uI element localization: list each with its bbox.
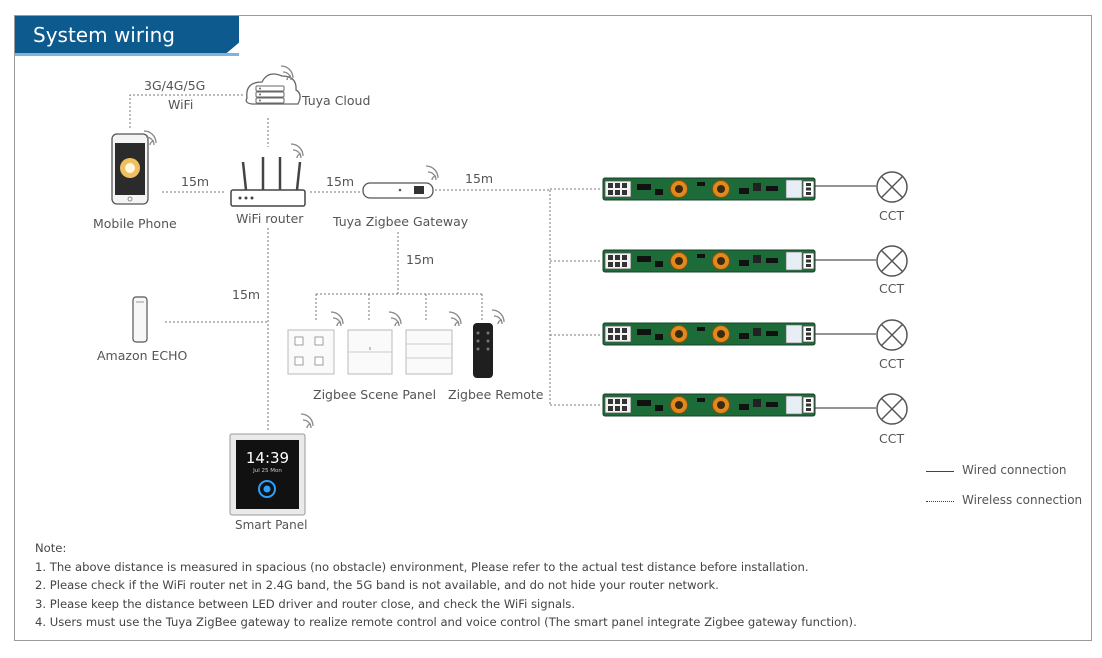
label-remote: Zigbee Remote (448, 387, 544, 402)
distance-gateway-drivers: 15m (465, 171, 494, 186)
scene-panel-1 (287, 311, 344, 375)
legend-wireless: Wireless connection (926, 493, 1082, 507)
legend-wireless-line (926, 501, 954, 502)
smart-panel-time: 14:39 (245, 449, 290, 467)
cloud-icon (245, 65, 301, 105)
distance-gateway-panels: 15m (406, 252, 435, 267)
notes-section: Note: 1. The above distance is measured … (35, 539, 857, 632)
label-wifi: WiFi (168, 97, 194, 112)
legend-wired: Wired connection (926, 463, 1067, 477)
note-item: 1. The above distance is measured in spa… (35, 559, 809, 574)
led-driver-1 (602, 177, 816, 201)
remote-icon (473, 309, 505, 378)
legend-wired-label: Wired connection (962, 463, 1067, 477)
note-item: 3. Please keep the distance between LED … (35, 596, 576, 611)
label-phone: Mobile Phone (93, 216, 177, 231)
cct-lamp-3 (876, 319, 908, 351)
cct-lamp-4 (876, 393, 908, 425)
label-scene-panel: Zigbee Scene Panel (313, 387, 437, 402)
gateway-icon (362, 165, 439, 199)
led-driver-2 (602, 249, 816, 273)
label-cct-1: CCT (879, 208, 905, 223)
cct-lamp-2 (876, 245, 908, 277)
label-cct-4: CCT (879, 431, 905, 446)
label-echo: Amazon ECHO (97, 348, 188, 363)
label-cct-2: CCT (879, 281, 905, 296)
legend-wireless-label: Wireless connection (962, 493, 1083, 507)
scene-panel-3 (405, 311, 462, 375)
label-smart-panel: Smart Panel (235, 518, 308, 532)
section-title: System wiring (15, 16, 239, 54)
smart-panel-date: Jul 25 Mon (253, 468, 282, 474)
note-item: 2. Please check if the WiFi router net i… (35, 578, 719, 592)
note-item: 4. Users must use the Tuya ZigBee gatewa… (35, 615, 857, 629)
led-driver-4 (602, 393, 816, 417)
notes-heading: Note: (35, 541, 67, 555)
smart-panel-icon (229, 413, 314, 516)
led-driver-3 (602, 322, 816, 346)
wired-links (815, 185, 876, 409)
echo-icon (132, 296, 148, 343)
label-gateway: Tuya Zigbee Gateway (333, 214, 469, 229)
router-icon (230, 143, 306, 207)
distance-router-echo: 15m (232, 287, 261, 302)
label-network: 3G/4G/5G (144, 78, 206, 93)
label-cct-3: CCT (879, 356, 905, 371)
title-underline (15, 53, 239, 56)
cct-lamp-1 (876, 171, 908, 203)
distance-router-gateway: 15m (326, 174, 355, 189)
scene-panel-2 (347, 311, 402, 375)
distance-phone-router: 15m (181, 174, 210, 189)
label-router: WiFi router (236, 211, 304, 226)
wireless-links (129, 94, 600, 430)
diagram-frame (14, 15, 1092, 641)
label-cloud: Tuya Cloud (302, 93, 371, 108)
phone-icon (111, 130, 157, 205)
legend-wired-line (926, 471, 954, 472)
